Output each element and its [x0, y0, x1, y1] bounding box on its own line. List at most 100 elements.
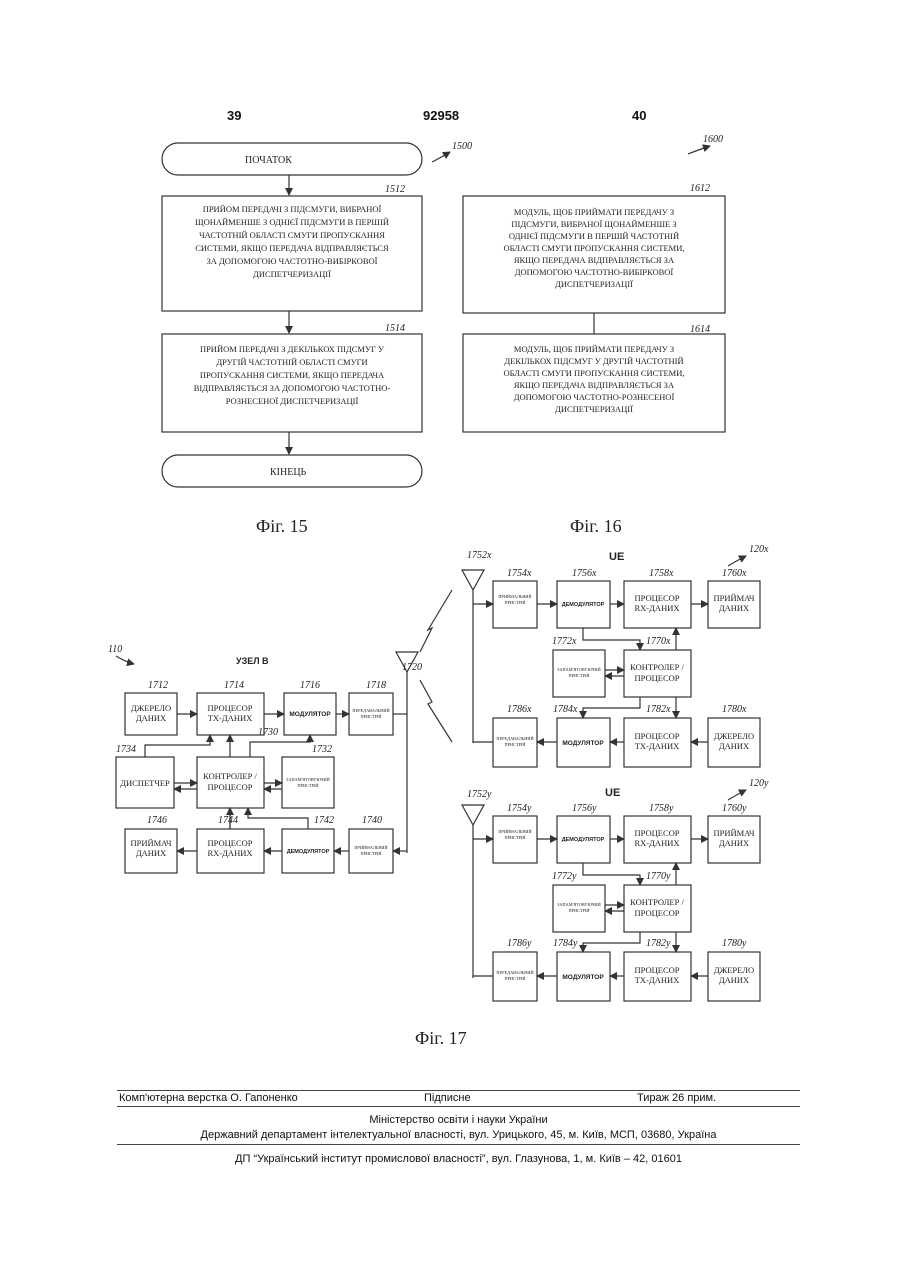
text-line: ЗАПАМ'ЯТОВУЮЧИЙ: [557, 667, 600, 672]
ref-1756y: 1756y: [572, 803, 597, 814]
text-line: ПРОПУСКАННЯ СИСТЕМИ, ЯКЩО ПЕРЕДАЧА: [200, 370, 385, 380]
fig15-start-terminal: [162, 143, 422, 175]
ref-1772x: 1772x: [552, 636, 577, 647]
ref-1714: 1714: [224, 680, 244, 691]
text-line: ОДНІЄЇ ПІДСМУГИ В ПЕРШІЙ ЧАСТОТНІЙ: [509, 231, 679, 241]
node-b-ref-pointer: [116, 656, 134, 664]
node-b-modulator-label: МОДУЛЯТОР: [289, 711, 331, 718]
text-line: РОЗНЕСЕНОЇ ДИСПЕТЧЕРИЗАЦІЇ: [226, 396, 359, 406]
footer-ministry: Міністерство освіти і науки України: [117, 1114, 800, 1126]
node-b-tx-data-processor-label: ПРОЦЕСОРТХ-ДАНИХ: [208, 703, 253, 723]
text-line: ПРИЙОМ ПЕРЕДАЧІ З ПІДСМУГИ, ВИБРАНОЇ: [203, 204, 382, 214]
arrow-ctrl-mod: [250, 735, 310, 757]
text-line: ДЕМОДУЛЯТОР: [562, 602, 605, 608]
text-line: КОНТРОЛЕР /: [630, 662, 684, 672]
text-line: ПРОЦЕСОР: [635, 731, 680, 741]
footer-layout-by: Комп'ютерна верстка О. Гапоненко: [119, 1092, 298, 1104]
text-line: ПРИЙМАЧ: [713, 593, 755, 603]
text-line: ПРОЦЕСОР: [208, 703, 253, 713]
ue-x-controller-label: КОНТРОЛЕР /ПРОЦЕСОР: [630, 662, 684, 683]
fig17-caption: Фіг. 17: [415, 1028, 467, 1048]
text-line: ЧАСТОТНІЙ ОБЛАСТІ СМУГИ ПРОПУСКАННЯ: [199, 230, 385, 240]
footer-rule-top: [117, 1090, 800, 1091]
text-line: ТХ-ДАНИХ: [635, 741, 680, 751]
ref-1746: 1746: [147, 815, 167, 826]
node-b-memory-label: ЗАПАМ'ЯТОВУЮЧИЙПРИСТРІЙ: [286, 777, 329, 788]
text-line: ПРОЦЕСОР: [208, 838, 253, 848]
text-line: RX-ДАНИХ: [208, 848, 253, 858]
node-b-rx-data-processor-label: ПРОЦЕСОРRX-ДАНИХ: [208, 838, 253, 858]
ue-x-receiver-label: ПРИЙМАЛЬНИЙПРИСТРІЙ: [498, 594, 531, 605]
text-line: ДЖЕРЕЛО: [714, 965, 754, 975]
ref-1760x: 1760x: [722, 568, 747, 579]
fig16-module2-text: МОДУЛЬ, ЩОБ ПРИЙМАТИ ПЕРЕДАЧУ З ДЕКІЛЬКОХ…: [503, 344, 684, 414]
ref-1782x: 1782x: [646, 704, 671, 715]
text-line: ПРИЙОМ ПЕРЕДАЧІ З ДЕКІЛЬКОХ ПІДСМУГ У: [200, 344, 385, 354]
text-line: ДАНИХ: [719, 838, 749, 848]
text-line: МОДУЛЯТОР: [562, 740, 604, 747]
fig15-step2-text: ПРИЙОМ ПЕРЕДАЧІ З ДЕКІЛЬКОХ ПІДСМУГ УДРУ…: [194, 344, 391, 406]
text-line: ДАНИХ: [136, 848, 166, 858]
node-b-data-source-label: ДЖЕРЕЛОДАНИХ: [131, 703, 171, 723]
ref-1752x: 1752x: [467, 550, 492, 561]
text-line: ДЖЕРЕЛО: [714, 731, 754, 741]
figure-17-ue-y: 1752y UE 120y 1754y 1756y 1758y 1760y 17…: [462, 778, 769, 1001]
uy-arrow-demod-ctrl: [583, 863, 640, 885]
ux-arrow-ctrl-mod: [583, 697, 640, 718]
node-b-transmitter-label: ПЕРЕДАВАЛЬНИЙПРИСТРІЙ: [352, 708, 389, 719]
footer-rule-middle: [117, 1106, 800, 1107]
text-line: ПРИЙМАЧ: [130, 838, 172, 848]
text-line: ДИСПЕТЧЕР: [120, 778, 170, 788]
node-b-controller-label: КОНТРОЛЕР /ПРОЦЕСОР: [203, 771, 257, 792]
ue-x-ref-pointer: [728, 556, 746, 566]
text-line: ДИСПЕТЧЕРИЗАЦІЇ: [253, 269, 331, 279]
fig15-step1-text: ПРИЙОМ ПЕРЕДАЧІ З ПІДСМУГИ, ВИБРАНОЇ ЩОНА…: [195, 204, 389, 279]
ref-1786x: 1786x: [507, 704, 532, 715]
ref-1730: 1730: [258, 727, 278, 738]
ref-1754y: 1754y: [507, 803, 532, 814]
text-line: МОДУЛЬ, ЩОБ ПРИЙМАТИ ПЕРЕДАЧУ З: [514, 207, 674, 217]
text-line: ЯКЩО ПЕРЕДАЧА ВІДПРАВЛЯЄТЬСЯ ЗА: [514, 380, 675, 390]
text-line: МОДУЛЬ, ЩОБ ПРИЙМАТИ ПЕРЕДАЧУ З: [514, 344, 674, 354]
text-line: ПЕРЕДАВАЛЬНИЙ: [496, 970, 533, 975]
text-line: ПРИЙМАЛЬНИЙ: [498, 829, 531, 834]
text-line: ПРИСТРІЙ: [504, 600, 525, 605]
ue-y-controller-label: КОНТРОЛЕР /ПРОЦЕСОР: [630, 897, 684, 918]
text-line: ПРОЦЕСОР: [635, 828, 680, 838]
ref-1770x: 1770x: [646, 636, 671, 647]
text-line: ПРИСТРІЙ: [504, 835, 525, 840]
text-line: МОДУЛЯТОР: [289, 711, 331, 718]
text-line: ЩОНАЙМЕНШЕ З ОДНІЄЇ ПІДСМУГИ В ПЕРШІЙ: [195, 217, 389, 227]
ref-1712: 1712: [148, 680, 168, 691]
uy-arrow-ctrl-mod: [583, 932, 640, 952]
ue-x-rx-data-processor-label: ПРОЦЕСОРRX-ДАНИХ: [635, 593, 680, 613]
ref-1760y: 1760y: [722, 803, 747, 814]
fig15-start-label: ПОЧАТОК: [245, 155, 292, 166]
text-line: ДЕКІЛЬКОХ ПІДСМУГ У ДРУГІЙ ЧАСТОТНІЙ: [504, 356, 683, 366]
ue-y-data-sink-label: ПРИЙМАЧДАНИХ: [713, 828, 755, 848]
text-line: ПРИСТРІЙ: [504, 742, 525, 747]
fig16-ref: 1600: [703, 134, 723, 145]
ue-x-memory-label: ЗАПАМ'ЯТОВУЮЧИЙПРИСТРІЙ: [557, 667, 600, 678]
ue-x-data-source-label: ДЖЕРЕЛОДАНИХ: [714, 731, 754, 751]
text-line: ЗА ДОПОМОГОЮ ЧАСТОТНО-ВИБІРКОВОЇ: [206, 256, 377, 266]
ue-y-data-source-label: ДЖЕРЕЛОДАНИХ: [714, 965, 754, 985]
text-line: ДИСПЕТЧЕРИЗАЦІЇ: [555, 404, 633, 414]
ref-120y: 120y: [749, 778, 769, 789]
fig16-mod2-ref: 1614: [690, 324, 710, 335]
ue-y-tx-data-processor-label: ПРОЦЕСОРТХ-ДАНИХ: [635, 965, 680, 985]
arrow-sched-tx: [145, 735, 210, 757]
ue-y-memory-label: ЗАПАМ'ЯТОВУЮЧИЙПРИСТРІЙ: [557, 902, 600, 913]
ue-x-transmitter-label: ПЕРЕДАВАЛЬНИЙПРИСТРІЙ: [496, 736, 533, 747]
text-line: RX-ДАНИХ: [635, 838, 680, 848]
text-line: ДЕМОДУЛЯТОР: [562, 837, 605, 843]
text-line: ТХ-ДАНИХ: [635, 975, 680, 985]
text-line: ЗАПАМ'ЯТОВУЮЧИЙ: [557, 902, 600, 907]
text-line: ПРИСТРІЙ: [297, 783, 318, 788]
text-line: ПРИСТРІЙ: [568, 908, 589, 913]
ref-1782y: 1782y: [646, 938, 671, 949]
arrow-demod-ctrl: [248, 808, 308, 829]
text-line: ПРИЙМАЛЬНИЙ: [354, 845, 387, 850]
text-line: ТХ-ДАНИХ: [208, 713, 253, 723]
text-line: ДЖЕРЕЛО: [131, 703, 171, 713]
